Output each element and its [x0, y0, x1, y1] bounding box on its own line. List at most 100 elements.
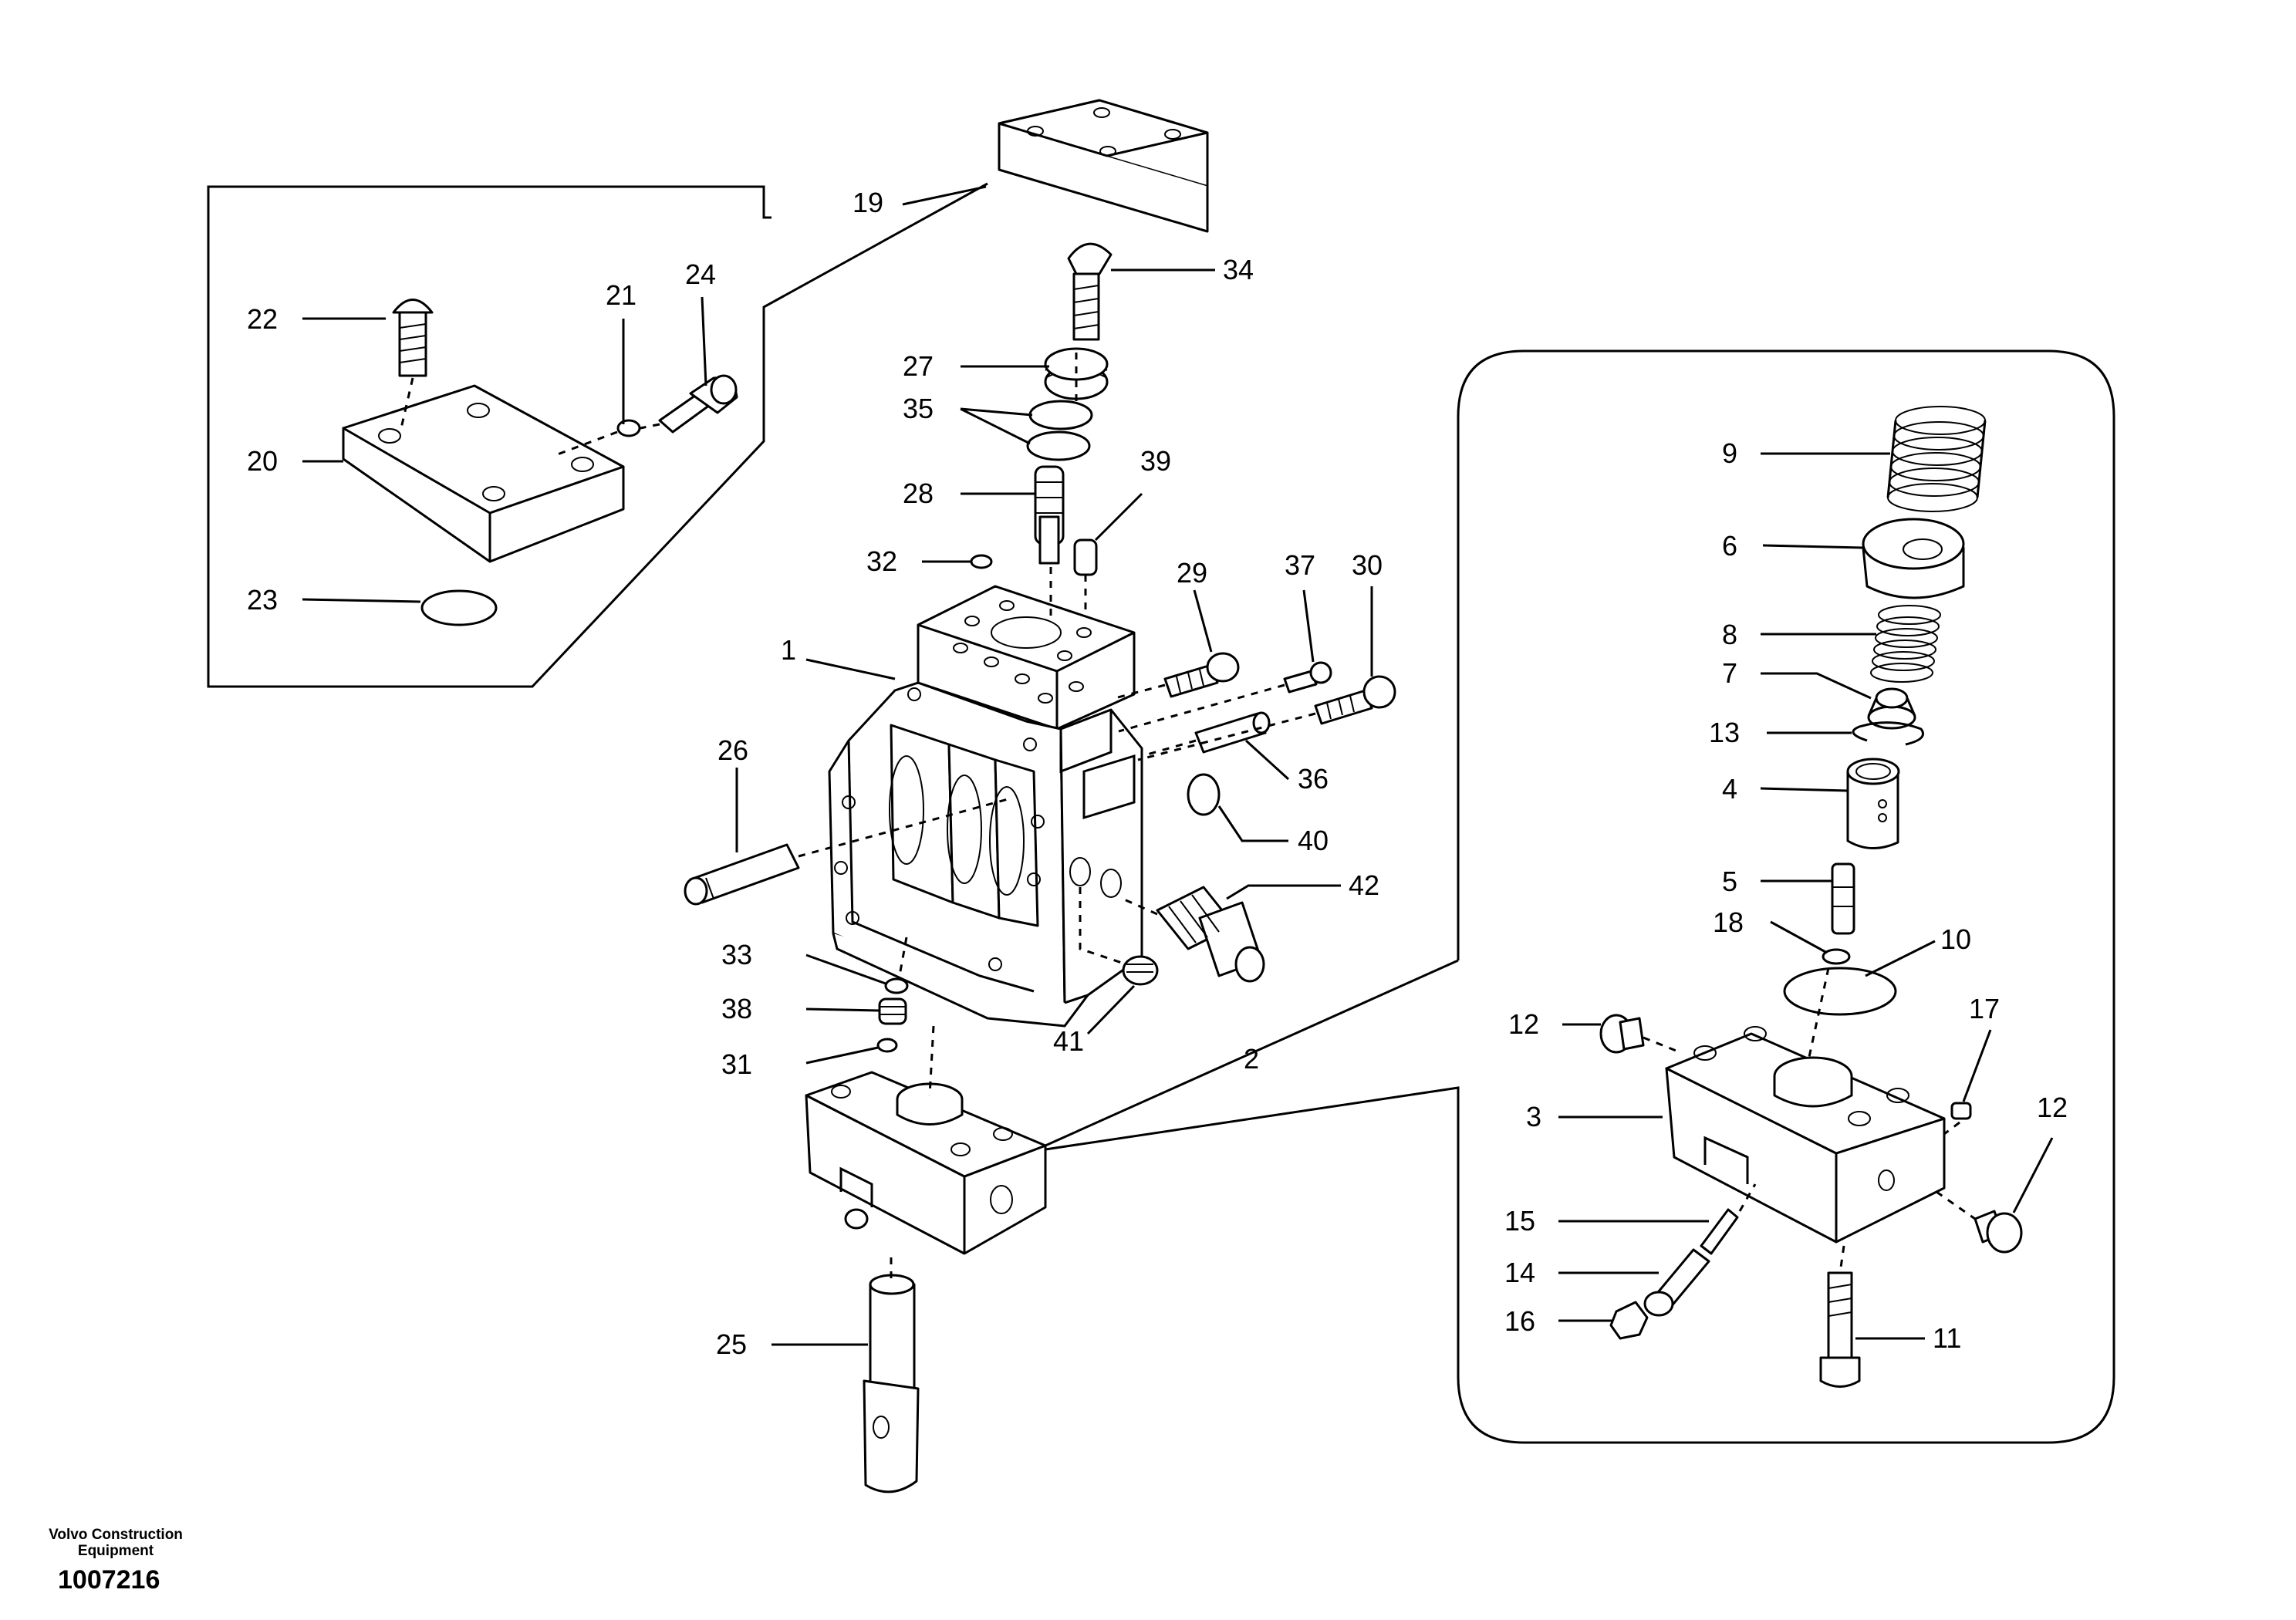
label-4: 4: [1722, 773, 1738, 805]
part-13-snap-ring: [1852, 721, 1924, 746]
label-8: 8: [1722, 619, 1738, 650]
part-15-pin: [1700, 1208, 1739, 1255]
part-18-ring: [1822, 948, 1851, 965]
part-1-valve-body: [828, 585, 1143, 1028]
part-19-cover-plate: [998, 99, 1209, 233]
part-4-sleeve: [1846, 758, 1900, 850]
part-8-spring: [1870, 605, 1941, 683]
part-20-plate: [342, 384, 625, 563]
label-3: 3: [1526, 1101, 1542, 1132]
part-24-pin: [658, 374, 738, 434]
part-28-spool: [1034, 465, 1065, 565]
label-34: 34: [1223, 254, 1254, 285]
label-31: 31: [721, 1048, 753, 1080]
label-12-right: 12: [2037, 1092, 2068, 1123]
label-25: 25: [716, 1328, 748, 1360]
label-28: 28: [903, 478, 934, 509]
label-11: 11: [1933, 1322, 1962, 1354]
label-5: 5: [1722, 866, 1738, 897]
part-35-ring-b: [1026, 430, 1091, 461]
middle-dash-lines: [798, 347, 1316, 1281]
part-30-bolt: [1314, 675, 1396, 725]
label-23: 23: [247, 584, 279, 616]
part-3-housing: [1665, 1026, 1946, 1244]
part-12-plug-left: [1599, 1014, 1645, 1054]
part-9-spring: [1886, 406, 1987, 512]
label-20: 20: [247, 445, 279, 477]
label-36: 36: [1298, 763, 1329, 795]
part-11-bolt: [1819, 1271, 1861, 1388]
part-21-nut: [616, 419, 641, 437]
drawing-number: 1007216: [58, 1565, 160, 1595]
part-38-plug: [878, 997, 907, 1025]
label-21: 21: [606, 279, 637, 311]
part-12-plug-right: [1974, 1210, 2023, 1254]
part-16-nut: [1609, 1301, 1649, 1340]
part-7-seat: [1867, 687, 1916, 730]
label-24: 24: [685, 258, 717, 290]
right-dash-lines: [1643, 967, 1976, 1274]
label-39: 39: [1140, 445, 1172, 477]
label-30: 30: [1352, 549, 1383, 581]
part-31-ring: [876, 1038, 898, 1053]
part-25-sleeve: [863, 1274, 920, 1493]
label-32: 32: [866, 545, 898, 577]
leader-lines: [302, 185, 2054, 1346]
detail-frame-right: [1045, 349, 2115, 1444]
label-41: 41: [1053, 1025, 1085, 1057]
label-19: 19: [853, 187, 884, 218]
label-18: 18: [1713, 906, 1744, 938]
label-6: 6: [1722, 530, 1738, 562]
part-36-pin: [1194, 711, 1271, 754]
label-29: 29: [1177, 557, 1208, 589]
detail-leader-2: [1045, 959, 1459, 1147]
credit-block: Volvo Construction Equipment: [31, 1527, 201, 1560]
detail-frame-left: [207, 182, 988, 688]
dash-22-20: [400, 377, 414, 429]
label-10: 10: [1940, 923, 1972, 955]
label-15: 15: [1504, 1205, 1536, 1237]
label-7: 7: [1722, 657, 1738, 689]
dash-24-21: [640, 423, 660, 430]
part-41-plug: [1122, 955, 1159, 986]
part-6-cap: [1862, 518, 1965, 599]
part-40-o-ring: [1187, 773, 1221, 816]
part-39-plug: [1073, 538, 1098, 576]
label-12-left: 12: [1508, 1008, 1540, 1040]
label-35: 35: [903, 393, 934, 424]
label-26: 26: [718, 734, 749, 766]
label-40: 40: [1298, 825, 1329, 856]
part-17-plug: [1950, 1102, 1972, 1120]
credit-company-line2: Equipment: [77, 1542, 154, 1559]
label-2: 2: [1244, 1043, 1260, 1075]
part-37-bolt: [1283, 661, 1332, 694]
dash-21-20: [555, 430, 618, 457]
label-14: 14: [1504, 1257, 1536, 1288]
label-37: 37: [1285, 549, 1316, 581]
part-22-bolt: [392, 299, 434, 377]
part-32-ring: [970, 554, 993, 569]
label-9: 9: [1722, 437, 1738, 469]
credit-company-line1: Volvo Construction: [49, 1527, 183, 1543]
part-42-cartridge: [1156, 886, 1265, 983]
part-26-pin: [684, 843, 800, 906]
label-33: 33: [721, 939, 753, 970]
label-17: 17: [1969, 993, 2001, 1024]
part-14-screw: [1643, 1248, 1710, 1317]
part-33-ring: [884, 977, 909, 994]
part-5-spool: [1831, 862, 1855, 935]
part-10-o-ring: [1783, 967, 1897, 1016]
part-29-bolt: [1163, 652, 1240, 698]
label-1: 1: [781, 634, 797, 666]
part-23-o-ring: [420, 589, 498, 626]
label-42: 42: [1349, 869, 1380, 901]
label-38: 38: [721, 993, 753, 1024]
label-22: 22: [247, 303, 279, 335]
label-16: 16: [1504, 1305, 1536, 1337]
label-27: 27: [903, 350, 934, 382]
part-2-valve-housing: [805, 1071, 1047, 1255]
part-34-bolt: [1067, 242, 1113, 341]
label-13: 13: [1709, 717, 1741, 748]
